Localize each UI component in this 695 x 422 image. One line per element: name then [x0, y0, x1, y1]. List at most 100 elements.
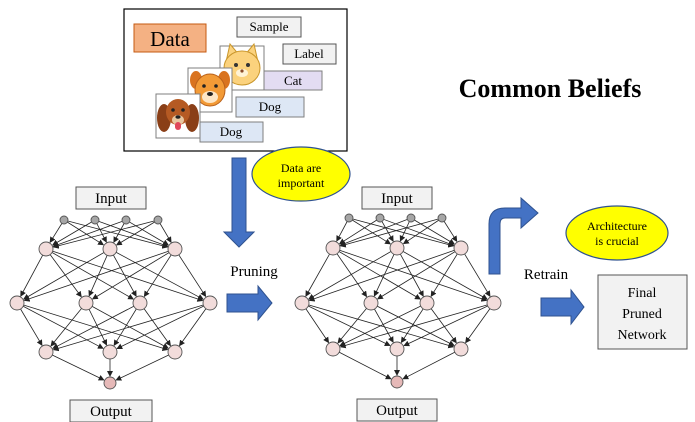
right-edge	[426, 302, 457, 344]
label-dog-1: Dog	[259, 99, 282, 114]
right-edge	[339, 217, 443, 248]
left-edge	[52, 219, 127, 248]
label-cat: Cat	[284, 73, 302, 88]
left-edge	[139, 302, 171, 347]
right-edge	[332, 348, 392, 380]
right-edge	[301, 302, 455, 349]
left-edge	[143, 248, 176, 298]
right-edge	[396, 247, 424, 297]
left-edge	[20, 248, 47, 297]
cat-image	[219, 42, 265, 91]
right-edge	[348, 217, 392, 245]
right-edge	[337, 302, 372, 344]
left-node-input	[59, 215, 69, 225]
right-node-input	[375, 213, 385, 223]
right-output-box	[356, 398, 438, 422]
right-edge	[379, 217, 455, 247]
right-edges	[301, 217, 495, 380]
left-edge	[125, 219, 169, 246]
right-edge	[430, 247, 462, 298]
right-edge	[305, 247, 334, 297]
data-panel: Data Sample Label Cat	[123, 8, 348, 152]
left-edge	[50, 302, 87, 347]
left-input-box	[75, 186, 147, 210]
data-title: Data	[150, 27, 190, 51]
right-edge	[465, 302, 495, 344]
left-edge	[174, 248, 207, 298]
right-input-box	[361, 186, 433, 210]
callout-data-line2: important	[278, 176, 325, 190]
callout-arch-line2: is crucial	[595, 234, 639, 248]
left-node-hidden	[167, 344, 183, 360]
left-node-hidden	[202, 295, 218, 311]
callout-arch-line1: Architecture	[587, 219, 647, 233]
label-dog-2: Dog	[220, 124, 243, 139]
final-line3: Network	[618, 328, 667, 343]
right-edge	[460, 247, 491, 297]
right-edge	[301, 302, 391, 347]
heading: Common Beliefs	[459, 74, 642, 103]
right-node-hidden	[419, 295, 435, 311]
left-edge	[113, 302, 141, 347]
right-edge	[332, 247, 368, 298]
left-edge	[16, 302, 169, 351]
left-output-box	[69, 399, 153, 422]
right-input-label: Input	[381, 191, 413, 207]
left-node-input	[153, 215, 163, 225]
down-arrow	[222, 157, 256, 248]
left-edge	[63, 219, 169, 249]
right-network	[294, 213, 502, 389]
right-node-input	[437, 213, 447, 223]
left-edge	[52, 219, 96, 246]
final-line1: Final	[628, 286, 657, 301]
callout-data-important: Data are important	[251, 146, 351, 202]
right-node-input	[406, 213, 416, 223]
right-edge	[403, 302, 495, 347]
right-output-label: Output	[376, 403, 419, 419]
callout-architecture-crucial: Architecture is crucial	[565, 205, 669, 261]
right-node-output	[390, 375, 404, 389]
label-header: Label	[294, 46, 324, 61]
left-node-hidden	[78, 295, 94, 311]
dog-image-orange	[187, 67, 233, 113]
right-edge	[308, 247, 462, 302]
left-edges	[16, 219, 211, 381]
right-node-hidden	[453, 341, 469, 357]
right-node-hidden	[325, 341, 341, 357]
right-edge	[339, 302, 495, 349]
right-edge	[402, 217, 443, 245]
left-edge	[63, 219, 105, 246]
left-edge	[52, 219, 159, 249]
left-node-hidden	[9, 295, 25, 311]
right-edge	[441, 217, 458, 243]
right-node-hidden	[325, 240, 341, 256]
final-pruned-network-box: Final Pruned Network	[597, 274, 688, 350]
label-dog-1-box	[235, 96, 305, 118]
left-edge	[88, 248, 111, 297]
left-edge	[115, 351, 176, 381]
right-node-hidden	[486, 295, 502, 311]
right-edge	[348, 217, 455, 248]
sample-header: Sample	[250, 19, 289, 34]
right-edge	[402, 348, 462, 380]
right-edge	[370, 302, 394, 343]
left-edge	[91, 248, 176, 300]
left-edge	[109, 248, 137, 297]
final-line2: Pruned	[622, 307, 662, 322]
right-node-hidden	[389, 341, 405, 357]
left-edge	[85, 302, 107, 346]
right-edge	[396, 247, 488, 300]
left-edge	[45, 248, 134, 300]
label-dog-2-box	[199, 121, 264, 143]
left-edge	[23, 248, 176, 302]
right-node-hidden	[363, 295, 379, 311]
dog-image-brown	[155, 93, 201, 139]
left-edge	[16, 302, 43, 346]
pruning-label: Pruning	[230, 264, 278, 280]
right-edge	[410, 217, 455, 245]
right-edge	[370, 302, 455, 346]
left-edge	[94, 219, 169, 248]
right-edge	[376, 247, 462, 300]
left-edge	[85, 302, 169, 349]
